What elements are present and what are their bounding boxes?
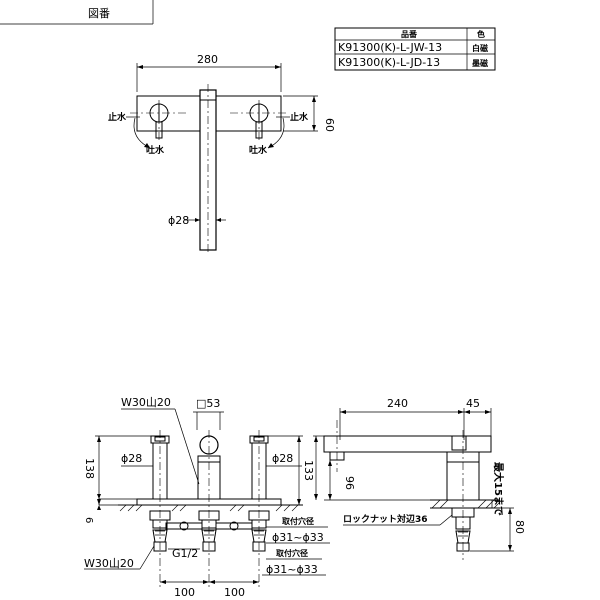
label-thread: G1/2 [172, 547, 198, 560]
dim-pitch-left: 100 [174, 586, 195, 599]
label-bottom-nut: W30山20 [84, 557, 134, 570]
table-header-color: 色 [477, 29, 485, 39]
label-max-thickness: 最大15まで [492, 462, 505, 516]
front-view: W30山20 □53 ϕ28 [83, 396, 330, 599]
dim-reach-240: 240 [387, 397, 408, 410]
label-shutoff-left: 止水 [108, 111, 127, 123]
dim-pitch-right: 100 [224, 586, 245, 599]
under-counter-fittings [149, 510, 270, 552]
label-spout-right: 吐水 [249, 144, 268, 156]
dim-thickness-6: 6 [83, 517, 94, 523]
label-hole-range-2: ϕ31~ϕ33 [266, 563, 318, 576]
side-view: 240 45 96 最大15まで [313, 397, 526, 560]
table-row-part-1: K91300(K)-L-JW-13 [338, 41, 442, 54]
label-hole-range-1: ϕ31~ϕ33 [272, 531, 324, 544]
table-row-color-2: 墨磁 [472, 58, 488, 68]
table-row-color-1: 白磁 [472, 43, 488, 53]
table-row-part-2: K91300(K)-L-JD-13 [338, 56, 440, 69]
label-spout-box: □53 [196, 397, 220, 410]
dim-height-133: 133 [302, 460, 315, 481]
label-locknut: ロックナット対辺36 [343, 513, 428, 525]
label-handle-w30: W30山20 [121, 396, 171, 409]
dim-right-diameter: ϕ28 [272, 452, 293, 465]
table-header-part: 品番 [401, 29, 418, 39]
label-hole-2: 取付穴径 [276, 548, 308, 558]
dim-left-diameter: ϕ28 [121, 452, 142, 465]
dim-width-280: 280 [197, 53, 218, 66]
label-hole-1: 取付穴径 [282, 516, 314, 526]
label-spout-left: 吐水 [146, 144, 165, 156]
top-view: 280 60 止水 止水 吐水 吐水 [108, 53, 336, 255]
dim-depth-60: 60 [323, 118, 336, 132]
dim-offset-45: 45 [466, 397, 480, 410]
drawing-number-box: 図番 [0, 0, 154, 25]
dim-spout-diameter: ϕ28 [168, 214, 189, 227]
drawing-number-label: 図番 [88, 7, 110, 20]
dim-height-96: 96 [343, 476, 356, 490]
dim-height-80: 80 [513, 520, 526, 534]
label-shutoff-right: 止水 [290, 111, 309, 123]
part-table: 品番 色 K91300(K)-L-JW-13 白磁 K91300(K)-L-JD… [334, 27, 496, 71]
dim-height-138: 138 [83, 458, 96, 479]
